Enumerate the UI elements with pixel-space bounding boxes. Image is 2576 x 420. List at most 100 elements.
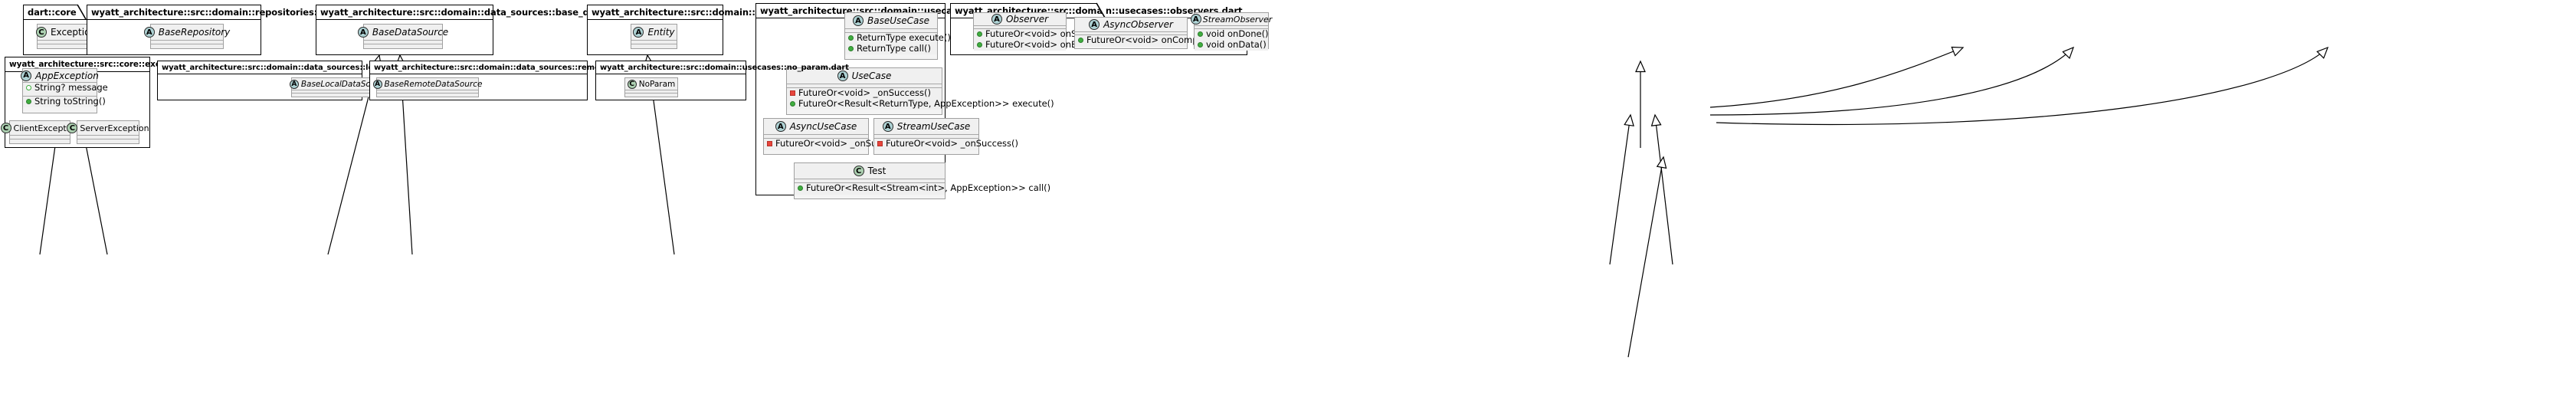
- package-name: dart::core: [28, 7, 77, 18]
- class-baseremotedatasource[interactable]: A BaseRemoteDataSource: [372, 77, 482, 97]
- link-asyncusecase-asyncobserver: [1709, 46, 2075, 116]
- visibility-public-icon: [1198, 31, 1203, 38]
- class-stereotype-icon: A: [357, 27, 369, 38]
- package-name: wyatt_architecture::src::domain::data_so…: [374, 63, 745, 72]
- class-baserepository[interactable]: A BaseRepository: [143, 24, 230, 49]
- visibility-protected-icon: [26, 85, 31, 91]
- member-label: void onData(): [1206, 38, 1267, 50]
- class-attributes-separator: [151, 41, 223, 44]
- package-tab: wyatt_architecture::src::domain::data_so…: [369, 61, 745, 74]
- visibility-private-icon: [790, 90, 795, 97]
- visibility-private-icon: [877, 141, 883, 147]
- class-stereotype-icon: A: [289, 79, 299, 89]
- package-tab: wyatt_architecture::src::domain::reposit…: [87, 5, 422, 19]
- class-baseusecase[interactable]: A BaseUseCase ReturnType execute() Retur…: [844, 12, 951, 60]
- class-header: C Test: [795, 163, 945, 179]
- class-header: A BaseRepository: [143, 25, 230, 41]
- class-member: ReturnType execute(): [848, 32, 951, 44]
- package-tab-corner: [1096, 2, 1106, 18]
- class-methods-separator: [151, 44, 223, 48]
- visibility-public-icon: [848, 45, 854, 51]
- class-stereotype-icon: C: [0, 123, 11, 133]
- package-entity: wyatt_architecture::src::domain::entitie…: [587, 5, 852, 55]
- class-attributes-separator: [787, 84, 942, 88]
- class-header: A BaseRemoteDataSource: [372, 78, 482, 90]
- class-header: A StreamObserver: [1190, 13, 1272, 26]
- class-member: FutureOr<Result<Stream<int>, AppExceptio…: [798, 182, 1050, 194]
- class-exception[interactable]: C Exception: [35, 24, 96, 49]
- class-stereotype-icon: A: [21, 70, 32, 81]
- class-header: A Observer: [974, 13, 1066, 26]
- class-methods: FutureOr<void> onStart() FutureOr<void> …: [974, 28, 1100, 51]
- class-asyncobserver[interactable]: A AsyncObserver FutureOr<void> onComplet…: [1074, 17, 1221, 49]
- visibility-public-icon: [798, 185, 803, 192]
- package-tab-corner: [77, 4, 87, 20]
- member-label: FutureOr<void> onComplete(): [1086, 34, 1222, 45]
- class-clientexception[interactable]: C ClientException: [0, 120, 80, 144]
- class-name: Test: [867, 166, 887, 176]
- class-methods: FutureOr<void> _onSuccess(): [764, 138, 908, 150]
- class-attributes-separator: [292, 90, 386, 94]
- class-basedatasource[interactable]: A BaseDataSource: [357, 24, 448, 49]
- class-methods-separator: [77, 139, 139, 143]
- member-label: String? message: [34, 82, 108, 93]
- class-test[interactable]: C Test FutureOr<Result<Stream<int>, AppE…: [794, 162, 1050, 199]
- member-label: FutureOr<void> _onSuccess(): [798, 87, 932, 98]
- class-baselocaldatasource[interactable]: A BaseLocalDataSource: [289, 77, 388, 97]
- class-member: FutureOr<Result<ReturnType, AppException…: [790, 98, 1054, 110]
- link-usecase-observer: [1709, 46, 1965, 108]
- class-attributes-separator: [764, 135, 868, 139]
- class-methods-separator: [23, 94, 97, 97]
- class-header: A AsyncObserver: [1075, 18, 1187, 32]
- class-methods: String toString(): [23, 96, 106, 107]
- class-stereotype-icon: A: [1190, 14, 1201, 25]
- class-streamusecase[interactable]: A StreamUseCase FutureOr<void> _onSucces…: [873, 118, 1018, 155]
- class-usecase[interactable]: A UseCase FutureOr<void> _onSuccess() Fu…: [786, 67, 1054, 115]
- class-name: Entity: [647, 27, 675, 38]
- package-tab: wyatt_architecture::src::domain::data_so…: [157, 61, 511, 74]
- class-member: FutureOr<void> _onSuccess(): [790, 87, 939, 99]
- class-name: AsyncUseCase: [789, 121, 857, 132]
- class-name: UseCase: [851, 71, 892, 81]
- link-streamusecase-streamobserver: [1716, 46, 2329, 126]
- class-stereotype-icon: A: [837, 71, 848, 81]
- package-tab: wyatt_architecture::src::domain::data_so…: [316, 5, 666, 19]
- class-attributes-separator: [974, 26, 1066, 29]
- member-label: FutureOr<void> _onSuccess(): [886, 138, 1019, 149]
- member-label: ReturnType call(): [857, 42, 931, 54]
- package-tab: wyatt_architecture::src::domain::usecase…: [595, 61, 849, 74]
- class-asyncusecase[interactable]: A AsyncUseCase FutureOr<void> _onSuccess…: [763, 118, 908, 155]
- class-noparam[interactable]: C NoParam: [624, 77, 678, 97]
- visibility-public-icon: [790, 100, 795, 107]
- class-stereotype-icon: A: [633, 27, 644, 38]
- class-stereotype-icon: A: [775, 121, 786, 132]
- class-entity[interactable]: A Entity: [631, 24, 677, 49]
- class-attributes: String? message: [23, 82, 108, 94]
- class-appexception[interactable]: A AppException String? message String to…: [21, 68, 108, 113]
- class-name: NoParam: [638, 79, 676, 89]
- class-methods-separator: [38, 44, 94, 48]
- class-attributes-separator: [77, 136, 139, 139]
- package-base-data-source: wyatt_architecture::src::domain::data_so…: [316, 5, 666, 55]
- class-observer[interactable]: A Observer FutureOr<void> onStart() Futu…: [973, 12, 1100, 51]
- member-label: String toString(): [34, 95, 106, 107]
- class-methods: void onDone() void onData(): [1195, 28, 1269, 51]
- class-streamobserver[interactable]: A StreamObserver void onDone() void onDa…: [1190, 12, 1272, 51]
- visibility-private-icon: [767, 141, 772, 147]
- class-methods-separator: [10, 139, 70, 143]
- class-attributes-separator: [38, 41, 94, 44]
- class-member: void onData(): [1198, 38, 1267, 51]
- class-name: BaseUseCase: [867, 15, 929, 26]
- class-member: FutureOr<void> onStart(): [977, 28, 1100, 40]
- class-name: BaseRemoteDataSource: [384, 79, 483, 89]
- link-streamusecase-usecase: [1650, 113, 1673, 265]
- class-header: A BaseUseCase: [845, 13, 937, 29]
- class-stereotype-icon: A: [852, 15, 864, 26]
- class-name: BaseDataSource: [372, 27, 449, 38]
- class-serverexception[interactable]: C ServerException: [67, 120, 149, 144]
- class-attributes-separator: [625, 90, 677, 94]
- class-member: FutureOr<void> onComplete(): [1078, 34, 1221, 46]
- class-header: A StreamUseCase: [874, 119, 978, 135]
- visibility-public-icon: [977, 31, 982, 38]
- class-stereotype-icon: C: [853, 166, 864, 176]
